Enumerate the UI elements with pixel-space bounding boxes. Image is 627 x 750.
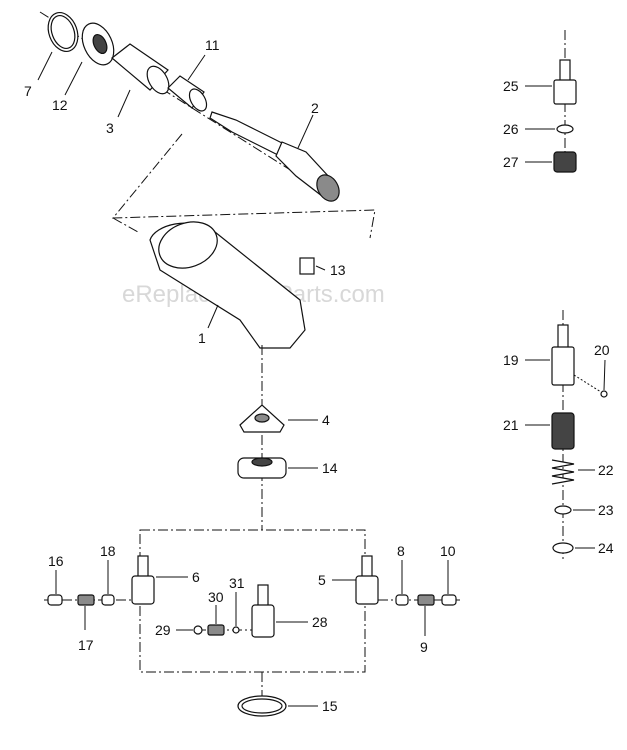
- callout-20: 20: [594, 342, 610, 358]
- part-20-ball: [600, 390, 608, 398]
- callout-23: 23: [598, 502, 614, 518]
- part-29-ball: [193, 625, 203, 635]
- callout-22: 22: [598, 462, 614, 478]
- part-28-valve: [251, 584, 275, 638]
- callout-25: 25: [503, 78, 519, 94]
- callout-26: 26: [503, 121, 519, 137]
- part-5-valve: [355, 555, 379, 605]
- part-1-angle-housing: [149, 221, 306, 349]
- part-10-pin: [441, 594, 457, 606]
- part-3-sleeve: [111, 43, 170, 95]
- part-6-valve: [131, 555, 155, 605]
- part-16-pin: [47, 594, 63, 606]
- callout-9: 9: [420, 639, 428, 655]
- part-4-bevel-gear: [239, 404, 285, 433]
- callout-31: 31: [229, 575, 245, 591]
- callout-28: 28: [312, 614, 328, 630]
- callout-21: 21: [503, 417, 519, 433]
- callout-15: 15: [322, 698, 338, 714]
- part-13-plug: [299, 257, 315, 275]
- part-15-oring: [237, 695, 287, 717]
- callout-4: 4: [322, 412, 330, 428]
- part-19-valve-stem: [551, 324, 575, 386]
- part-31-ball: [232, 626, 240, 634]
- part-21-nut: [551, 412, 575, 450]
- part-27-nut: [553, 151, 577, 173]
- part-9-spring: [417, 594, 435, 606]
- callout-13: 13: [330, 262, 346, 278]
- callout-3: 3: [106, 120, 114, 136]
- part-11-bushing: [167, 75, 208, 112]
- housing-bracket: [111, 133, 376, 239]
- callout-16: 16: [48, 553, 64, 569]
- callout-29: 29: [155, 622, 171, 638]
- part-26-washer: [556, 124, 574, 134]
- callout-8: 8: [397, 543, 405, 559]
- callout-19: 19: [503, 352, 519, 368]
- part-24-oring: [552, 542, 574, 554]
- part-25-valve-stem: [553, 59, 577, 105]
- callout-5: 5: [318, 572, 326, 588]
- callout-17: 17: [78, 637, 94, 653]
- part-18-cap: [101, 594, 115, 606]
- callout-12: 12: [52, 97, 68, 113]
- callout-10: 10: [440, 543, 456, 559]
- part-2-pinion-shaft: [209, 111, 340, 202]
- leader-lines: [37, 51, 606, 707]
- callout-1: 1: [198, 330, 206, 346]
- part-12-bearing: [81, 22, 115, 66]
- callout-14: 14: [322, 460, 338, 476]
- part-30-spring: [207, 624, 225, 636]
- part-8-cap: [395, 594, 409, 606]
- part-22-spring: [551, 459, 575, 485]
- part-23-washer: [554, 505, 572, 515]
- callout-24: 24: [598, 540, 614, 556]
- callout-2: 2: [311, 100, 319, 116]
- lower-frame: [139, 529, 366, 673]
- part-7-oring: [47, 12, 79, 52]
- part-14-bearing: [237, 457, 287, 479]
- callout-11: 11: [205, 37, 220, 53]
- callout-30: 30: [208, 589, 224, 605]
- callout-6: 6: [192, 569, 200, 585]
- callout-18: 18: [100, 543, 116, 559]
- callout-7: 7: [24, 83, 32, 99]
- callout-27: 27: [503, 154, 519, 170]
- part-17-spring: [77, 594, 95, 606]
